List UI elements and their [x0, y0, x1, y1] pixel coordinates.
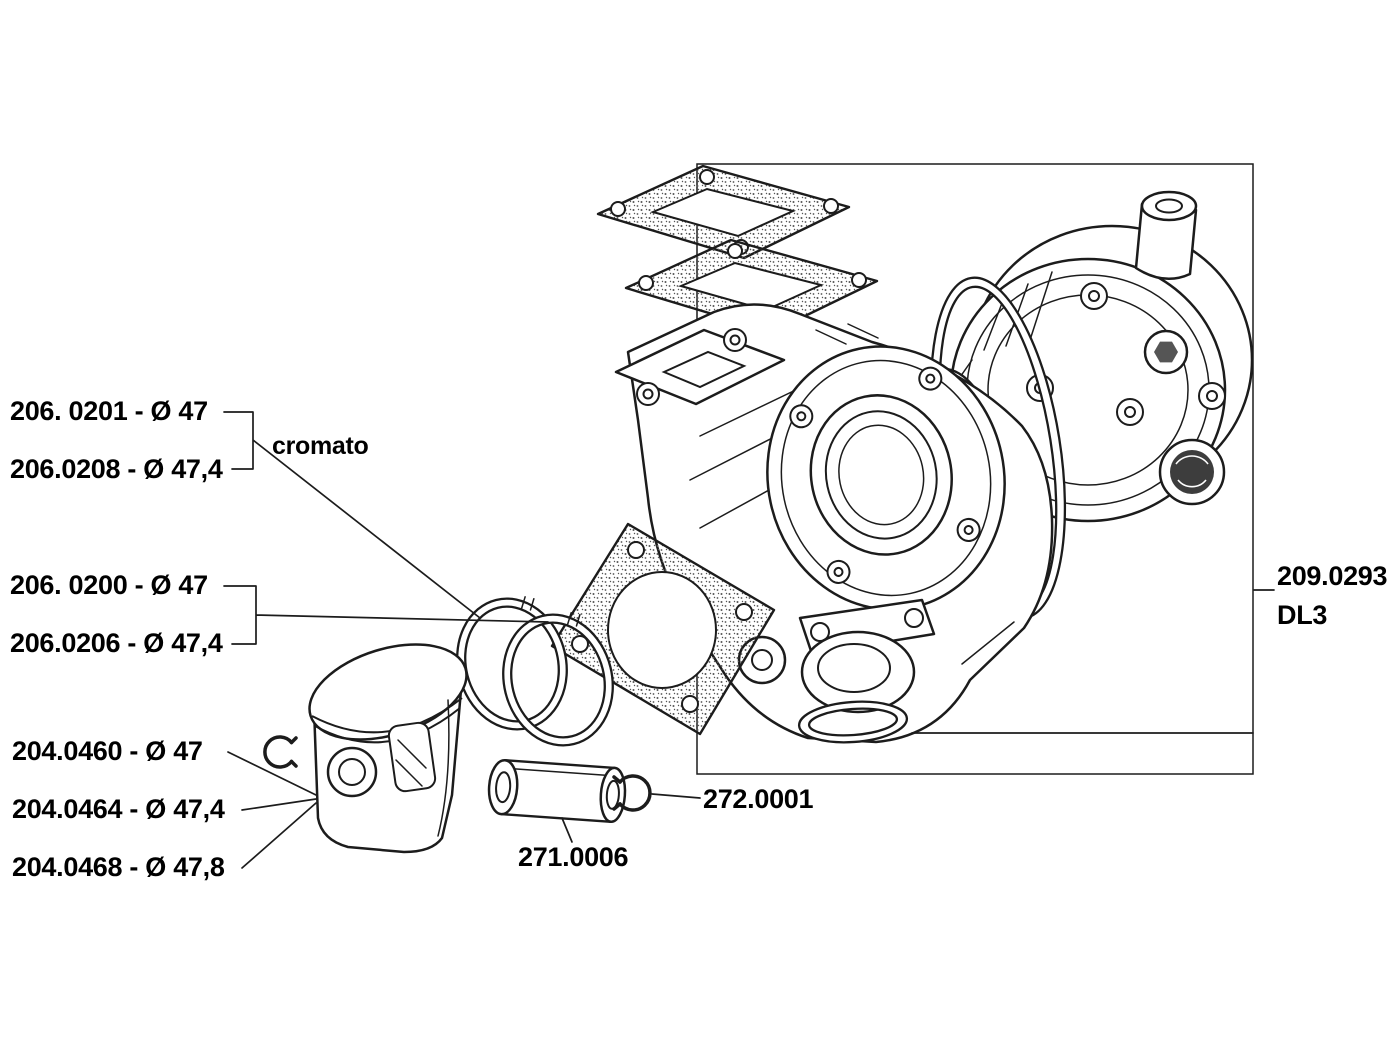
intake-flange [614, 328, 786, 406]
piston [308, 643, 468, 854]
label-piston-pin: 271.0006 [518, 842, 629, 872]
leader-lines [223, 411, 1275, 869]
label-cromato: cromato [272, 432, 369, 460]
label-gasket-set: 209.0293 [1277, 561, 1388, 591]
piston-ring-2 [502, 612, 614, 747]
label-piston-d474: 204.0464 - Ø 47,4 [12, 794, 225, 824]
label-piston-d478: 204.0468 - Ø 47,8 [12, 852, 225, 882]
head-center-nut-hole [1143, 329, 1189, 375]
exhaust-flange [798, 598, 936, 714]
piston-ring-groove [311, 697, 463, 734]
exhaust-o-ring [797, 700, 909, 744]
label-ring1-d474: 206.0208 - Ø 47,4 [10, 454, 223, 484]
label-ring1-d47: 206. 0201 - Ø 47 [10, 396, 208, 426]
label-gasket-set-variant: DL3 [1277, 600, 1328, 630]
leader-ring-set-1 [223, 411, 481, 619]
piston-pin-circlip-right [612, 774, 652, 812]
leader-piston-pin [561, 817, 573, 843]
piston-pin [487, 758, 627, 824]
leader-pin-clip [651, 793, 701, 799]
piston-ring-groove [314, 707, 461, 744]
reed-gasket-top [596, 164, 851, 260]
label-pin-clips: 272.0001 [703, 784, 814, 814]
piston-ring-1 [456, 596, 568, 731]
label-piston-d47: 204.0460 - Ø 47 [12, 736, 203, 766]
exhaust-port [817, 643, 891, 693]
spark-plug-threaded-hole [1158, 438, 1226, 506]
base-gasket [550, 522, 776, 736]
label-ring2-d47: 206. 0200 - Ø 47 [10, 570, 208, 600]
cylinder-face [766, 345, 1006, 611]
leader-piston [227, 751, 317, 869]
piston-pin-hole [326, 746, 378, 798]
cylinder [614, 303, 1054, 744]
piston-pin-circlip-left [263, 735, 298, 769]
label-ring2-d474: 206.0206 - Ø 47,4 [10, 628, 223, 658]
reed-gasket-bottom [624, 238, 879, 334]
spark-plug-tube [1134, 190, 1198, 281]
piston-skirt-window [387, 721, 437, 793]
leader-ring-set-2 [223, 585, 549, 645]
